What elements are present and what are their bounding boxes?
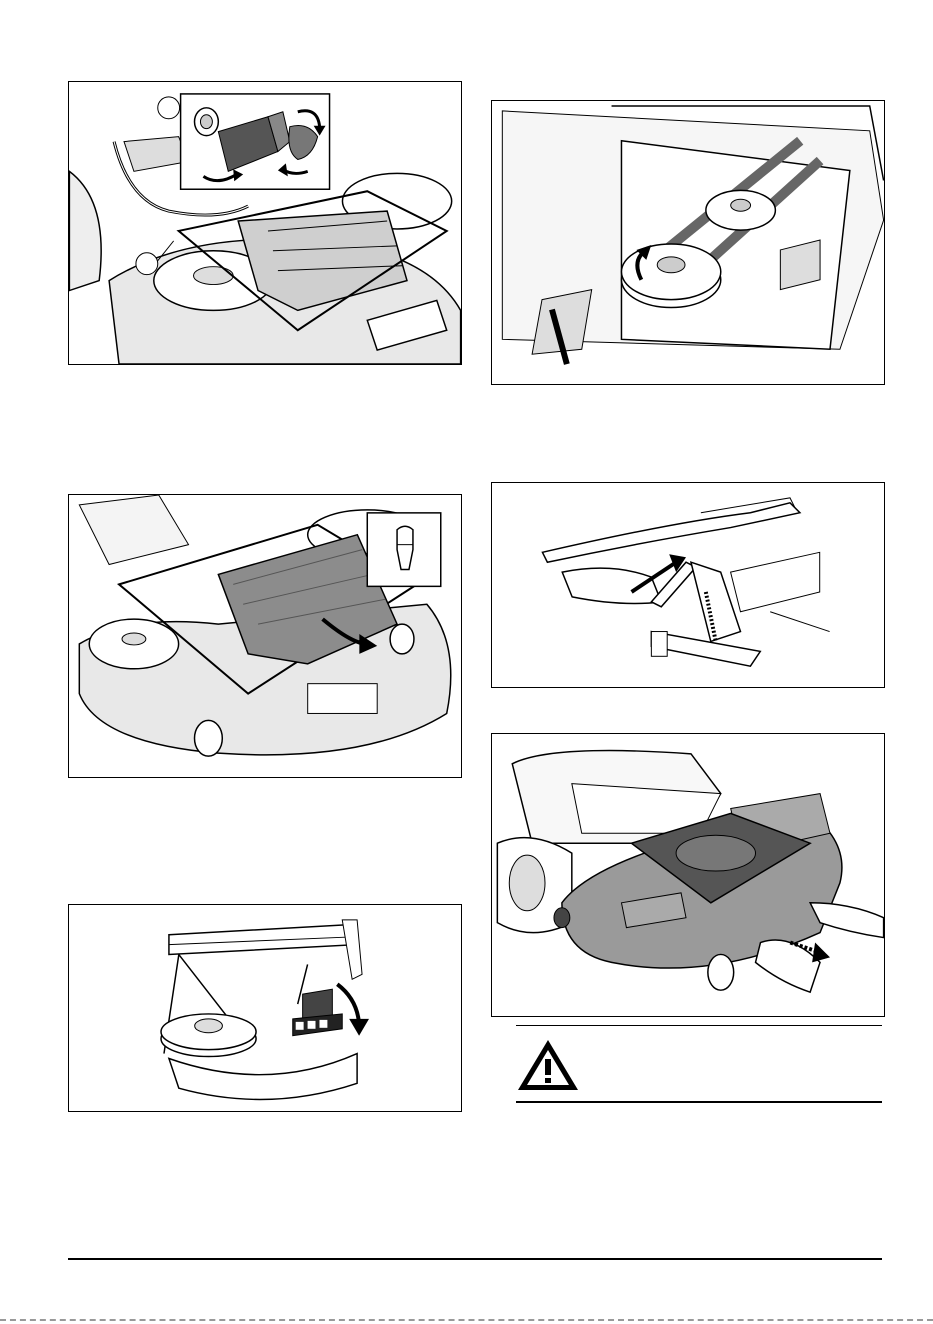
- illustration-tensioner: [69, 905, 461, 1111]
- illustration-deck-pull-out: [492, 734, 884, 1016]
- figure-spring-lever: [491, 100, 885, 385]
- figure-belt-tensioner: [68, 904, 462, 1112]
- page-cut-line: [0, 1319, 933, 1321]
- illustration-connector: [69, 82, 461, 364]
- footer-rule: [68, 1258, 882, 1260]
- callout-circle-1: [158, 97, 180, 119]
- warning-block: [516, 1025, 882, 1103]
- figure-lift-arm: [491, 482, 885, 688]
- illustration-lift-arm: [492, 483, 884, 687]
- illustration-cover: [69, 495, 461, 777]
- illustration-spring-lever: [492, 101, 884, 384]
- figure-cover-removal: [68, 494, 462, 778]
- figure-deck-pull-out: [491, 733, 885, 1017]
- warning-triangle-icon: [516, 1036, 580, 1094]
- figure-connector-disconnect: [68, 81, 462, 365]
- callout-circle-2: [136, 253, 158, 275]
